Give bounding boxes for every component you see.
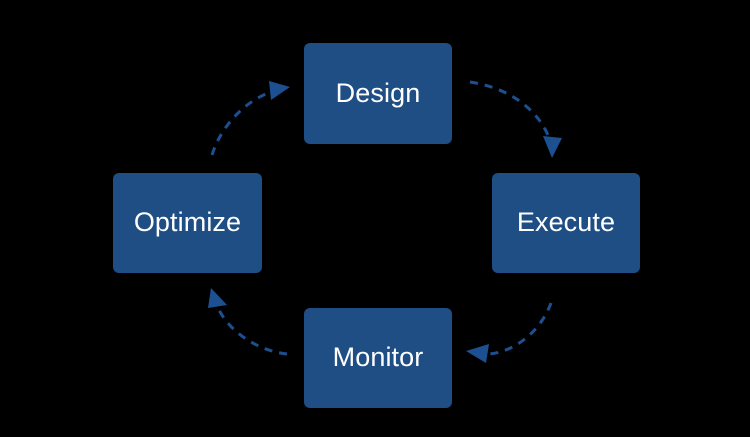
node-optimize[interactable]: Optimize [113,173,262,273]
node-monitor-label: Monitor [332,342,424,372]
arrow-execute-to-monitor-head [466,344,489,363]
arrow-monitor-to-optimize [208,288,288,356]
arrow-monitor-to-optimize-head [208,288,227,308]
arrow-design-to-execute [469,80,562,158]
arrow-execute-to-monitor-path [488,302,553,356]
arrow-monitor-to-optimize-path [216,307,288,356]
node-design[interactable]: Design [304,43,452,144]
arrow-optimize-to-design [210,81,290,156]
node-design-label: Design [335,77,421,108]
arrow-design-to-execute-path [469,80,552,141]
node-monitor[interactable]: Monitor [304,308,452,408]
arrow-execute-to-monitor [466,302,553,363]
arrow-design-to-execute-head [543,136,562,158]
node-execute-label: Execute [516,207,616,237]
arrow-optimize-to-design-path [210,90,272,156]
node-execute[interactable]: Execute [492,173,640,273]
arrow-optimize-to-design-head [269,81,290,100]
node-optimize-label: Optimize [133,207,242,237]
